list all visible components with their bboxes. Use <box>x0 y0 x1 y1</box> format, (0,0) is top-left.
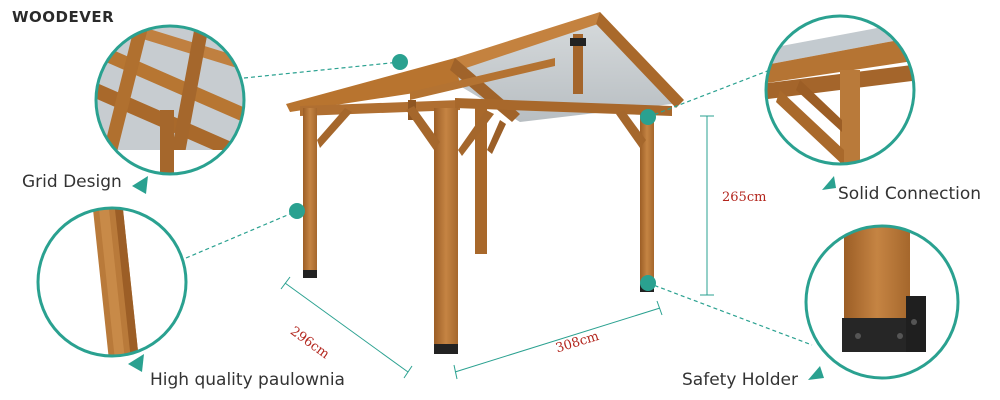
solid-connection-arrow-icon <box>822 176 836 190</box>
safety-holder-detail <box>806 226 958 378</box>
dimension-lines <box>280 115 714 380</box>
paulownia-detail <box>38 208 186 356</box>
paulownia-arrow-icon <box>128 354 144 372</box>
height-dimension: 265cm <box>722 190 767 205</box>
safety-holder-arrow-icon <box>808 366 824 380</box>
brand-logo: WOODEVER <box>12 8 115 26</box>
solid-connection-dot <box>640 109 656 125</box>
safety-holder-label: Safety Holder <box>682 370 798 390</box>
callout-lines <box>185 61 813 346</box>
safety-holder-dot <box>640 275 656 291</box>
solid-connection-label: Solid Connection <box>838 184 982 204</box>
grid-design-arrow-icon <box>132 176 148 194</box>
paulownia-dot <box>289 203 305 219</box>
callout-dots <box>289 54 656 291</box>
solid-connection-detail <box>766 16 914 164</box>
grid-design-dot <box>392 54 408 70</box>
grid-design-label: Grid Design <box>22 172 122 192</box>
pavilion-illustration <box>286 12 684 354</box>
label-arrows <box>128 176 836 380</box>
paulownia-label: High quality paulownia <box>150 370 345 390</box>
grid-design-detail <box>96 26 244 174</box>
